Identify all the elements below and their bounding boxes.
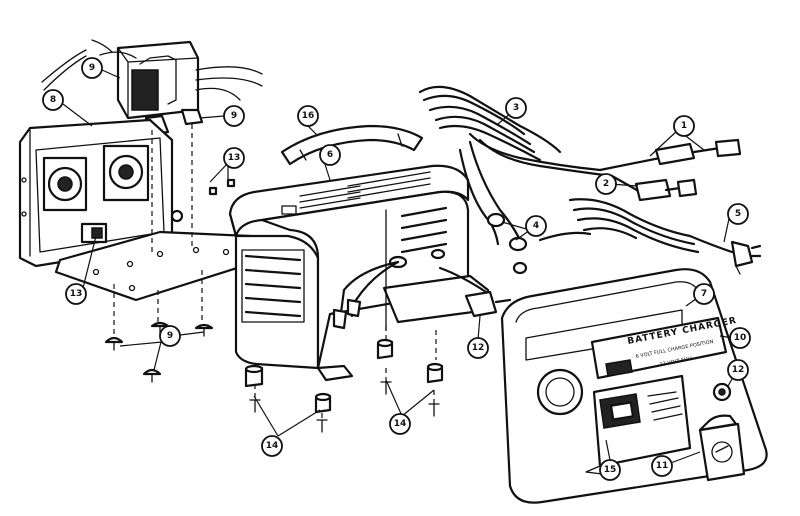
callout-14-right-number: 14 bbox=[394, 419, 407, 429]
callout-12-right-number: 12 bbox=[732, 365, 745, 375]
carry-handle bbox=[280, 124, 424, 166]
callout-11: 11 bbox=[651, 455, 673, 477]
callout-4-number: 4 bbox=[533, 221, 539, 231]
callout-14-left: 14 bbox=[261, 435, 283, 457]
callout-9-top-number: 9 bbox=[89, 63, 95, 73]
selector-knob bbox=[712, 382, 732, 402]
callout-8: 8 bbox=[42, 89, 64, 111]
callout-15: 15 bbox=[599, 459, 621, 481]
callout-10-number: 10 bbox=[734, 333, 747, 343]
callout-7: 7 bbox=[693, 283, 715, 305]
callout-5: 5 bbox=[727, 203, 749, 225]
callout-14-right: 14 bbox=[389, 413, 411, 435]
callout-6-number: 6 bbox=[327, 150, 333, 160]
callout-16: 16 bbox=[297, 105, 319, 127]
ammeter bbox=[698, 414, 746, 482]
main-housing bbox=[228, 164, 490, 382]
callout-7-number: 7 bbox=[701, 289, 707, 299]
callout-9-bottom: 9 bbox=[159, 325, 181, 347]
callouts: 8 9 9 13 13 9 16 6 bbox=[42, 57, 751, 481]
callout-1-number: 1 bbox=[681, 121, 687, 131]
callout-12-right: 12 bbox=[727, 359, 749, 381]
ac-output-cords bbox=[418, 85, 762, 275]
callout-16-number: 16 bbox=[302, 111, 315, 121]
callout-1: 1 bbox=[673, 115, 695, 137]
callout-15-number: 15 bbox=[604, 465, 617, 475]
callout-2-number: 2 bbox=[603, 179, 609, 189]
callout-12-left: 12 bbox=[467, 337, 489, 359]
callout-13-top: 13 bbox=[223, 147, 245, 169]
callout-9-right-number: 9 bbox=[231, 111, 237, 121]
meter-plate bbox=[585, 374, 692, 475]
panel-lead bbox=[438, 266, 512, 318]
callout-13-bottom: 13 bbox=[65, 283, 87, 305]
base-panel bbox=[18, 118, 258, 302]
callout-13-bottom-number: 13 bbox=[70, 289, 83, 299]
callout-12-left-number: 12 bbox=[472, 343, 485, 353]
callout-9-bottom-number: 9 bbox=[167, 331, 173, 341]
callout-9-right: 9 bbox=[223, 105, 245, 127]
callout-6: 6 bbox=[319, 144, 341, 166]
callout-9-top: 9 bbox=[81, 57, 103, 79]
callout-14-left-number: 14 bbox=[266, 441, 279, 451]
callout-5-number: 5 bbox=[735, 209, 741, 219]
callout-3: 3 bbox=[505, 97, 527, 119]
callout-4: 4 bbox=[525, 215, 547, 237]
callout-8-number: 8 bbox=[50, 95, 56, 105]
callout-11-number: 11 bbox=[656, 461, 669, 471]
rubber-feet bbox=[244, 338, 444, 433]
callout-10: 10 bbox=[729, 327, 751, 349]
callout-13-top-number: 13 bbox=[228, 153, 241, 163]
callout-3-number: 3 bbox=[513, 103, 519, 113]
bottom-screws bbox=[104, 321, 214, 383]
callout-2: 2 bbox=[595, 173, 617, 195]
